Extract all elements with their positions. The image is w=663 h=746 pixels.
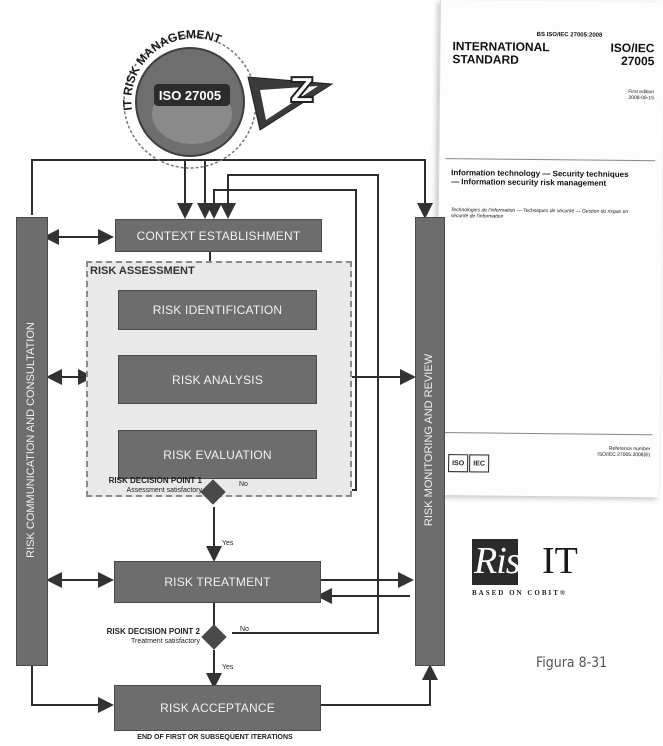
- badge-letter: Z: [290, 71, 315, 111]
- risk-acceptance-box: RISK ACCEPTANCE: [114, 685, 321, 731]
- riskit-logo-word1: Risk: [474, 537, 535, 585]
- risk-monitoring-label: RISK MONITORING AND REVIEW: [423, 214, 435, 666]
- risk-analysis-box: RISK ANALYSIS: [118, 355, 317, 404]
- decision-2-no-label: No: [240, 626, 249, 633]
- decision-point-2-title: RISK DECISION POINT 2: [78, 627, 200, 636]
- risk-communication-label: RISK COMMUNICATION AND CONSULTATION: [25, 214, 37, 666]
- iso27005-badge: ISO 27005 IT RISK MANAGEMENT Z: [110, 22, 340, 172]
- risk-treatment-box: RISK TREATMENT: [114, 561, 321, 603]
- decision-point-2-sub: Treatment satisfactory: [78, 638, 200, 645]
- decision-1-no-label: No: [239, 481, 248, 488]
- decision-1-yes-label: Yes: [222, 540, 233, 547]
- risk-identification-box: RISK IDENTIFICATION: [118, 290, 317, 330]
- context-establishment-box: CONTEXT ESTABLISHMENT: [115, 219, 322, 252]
- figure-caption: Figura 8-31: [536, 655, 607, 671]
- risk-assessment-label: RISK ASSESSMENT: [90, 265, 195, 277]
- end-of-iteration-note: END OF FIRST OR SUBSEQUENT ITERATIONS: [90, 734, 340, 741]
- riskit-logo: Risk IT BASED ON COBIT®: [462, 525, 604, 609]
- decision-point-1-sub: Assessment satisfactory: [97, 487, 202, 494]
- decision-point-1-title: RISK DECISION POINT 1: [97, 476, 202, 485]
- badge-center-text: ISO 27005: [159, 88, 221, 103]
- riskit-tagline: BASED ON COBIT®: [472, 589, 602, 597]
- decision-2-yes-label: Yes: [222, 664, 233, 671]
- risk-evaluation-box: RISK EVALUATION: [118, 430, 317, 479]
- riskit-logo-word2: IT: [542, 537, 578, 585]
